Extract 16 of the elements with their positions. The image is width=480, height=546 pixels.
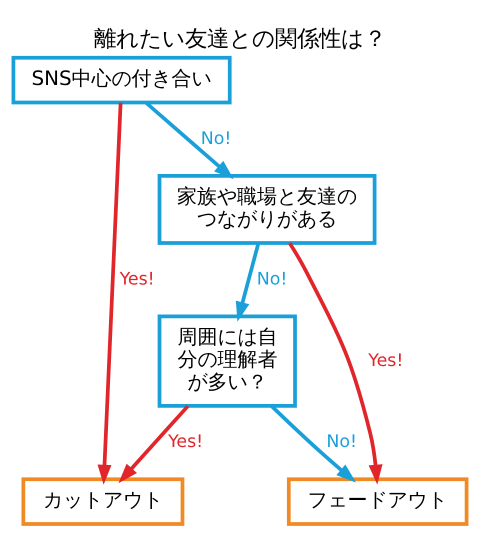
arrow (288, 242, 382, 484)
edge-label: No! (256, 268, 288, 289)
node-box: カットアウト (22, 476, 184, 526)
node-box: 家族や職場と友達のつながりがある (158, 174, 376, 244)
arrow (236, 242, 260, 322)
edge-label: No! (200, 128, 232, 148)
node-box: フェードアウト (286, 476, 468, 526)
edge-label: Yes! (120, 268, 155, 289)
node-box: 周囲には自分の理解者が多い？ (158, 314, 297, 408)
edge-label: No! (326, 432, 357, 452)
arrow (118, 404, 190, 483)
diagram-title: 離れたい友達との関係性は？ (94, 25, 386, 52)
arrow (98, 102, 122, 484)
edge-label: Yes! (368, 350, 404, 370)
edge-label: Yes! (168, 432, 204, 452)
node-box: SNS中心の付き合い (12, 55, 232, 104)
